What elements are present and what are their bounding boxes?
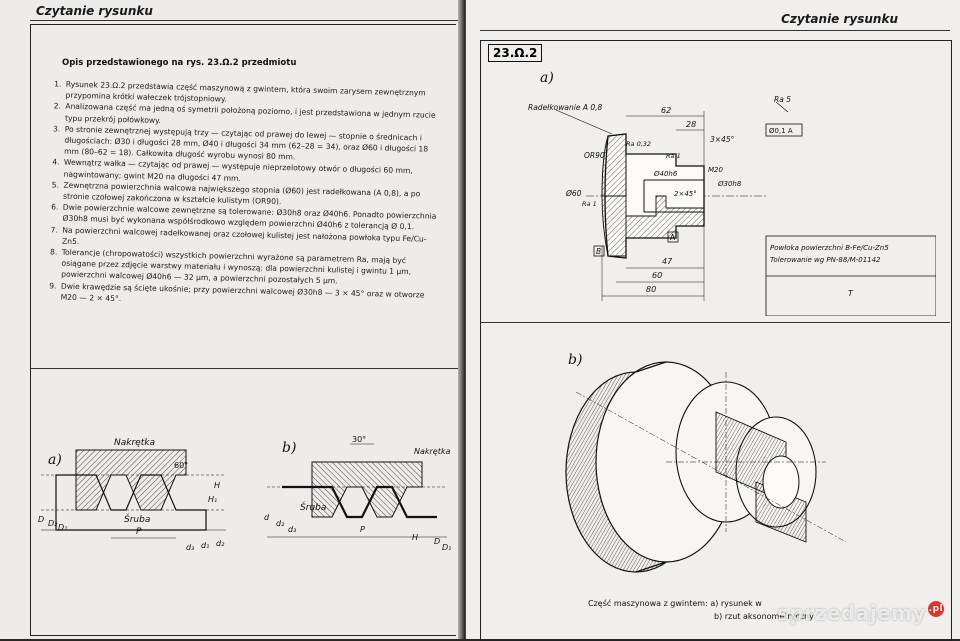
right-page: Czytanie rysunku a) b) <box>466 0 960 641</box>
dim-D: D <box>38 515 44 524</box>
screw-label-b: Śruba <box>300 501 326 513</box>
dim-p-b: P <box>360 525 365 534</box>
angle-30: 30° <box>352 435 366 444</box>
left-page: Czytanie rysunku Opis przedstawionego na… <box>0 0 462 639</box>
watermark-text: sprzedajemy <box>777 601 926 625</box>
dim-d3: d₃ <box>186 543 194 552</box>
title-block-t: T <box>848 289 854 298</box>
tolerance-standard: Tolerowanie wg PN-88/M-01142 <box>770 256 881 264</box>
phi40: Ø40h6 <box>653 170 678 178</box>
dim-d-b: d <box>264 513 270 522</box>
figure-label-b: b) <box>568 352 583 368</box>
or90: OR90 <box>584 151 605 160</box>
phi30: Ø30h8 <box>717 180 742 188</box>
thread-label-a: a) <box>48 452 62 468</box>
nut-label-b: Nakrętka <box>414 447 451 456</box>
watermark-badge: .pl <box>928 601 944 617</box>
dim-60: 60 <box>652 271 662 280</box>
knurl-label: Radełkowanie A 0,8 <box>528 103 603 112</box>
dim-d2-b: d₂ <box>276 519 285 528</box>
nut-label-a: Nakrętka <box>114 438 155 448</box>
ra-032: Ra 0,32 <box>626 140 651 148</box>
description-list: Rysunek 23.Ω.2 przedstawia część maszyno… <box>33 78 442 312</box>
watermark: sprzedajemy.pl <box>777 601 944 625</box>
ra-top: Ra 5 <box>774 96 791 104</box>
dim-h-b: H <box>412 533 418 542</box>
running-head-right: Czytanie rysunku <box>781 12 898 26</box>
dim-D1: D₁ <box>58 523 67 532</box>
m20: M20 <box>708 166 723 174</box>
thread-figure-b: 30° Nakrętka Śruba d d₂ d₃ P H D D₁ <box>264 435 451 552</box>
technical-drawing-a: Radełkowanie A 0,8 Ra 5 62 28 3×45° Ra 0… <box>528 96 936 316</box>
thread-label-b: b) <box>282 440 297 456</box>
figure-divider <box>480 322 950 323</box>
chamfer-3: 3×45° <box>710 135 735 144</box>
angle-60: 60° <box>174 461 188 470</box>
dim-28: 28 <box>686 120 696 129</box>
axonometric-drawing-b <box>565 361 847 573</box>
figure-caption-line1: Część maszynowa z gwintem: a) rysunek w <box>588 599 762 608</box>
dim-h: H <box>214 481 220 490</box>
dim-d1: d₁ <box>201 541 209 550</box>
section-divider <box>30 368 458 369</box>
tolerance-frame <box>765 123 803 137</box>
coating-note: Powłoka powierzchni B-Fe/Cu-Zn5 <box>770 244 889 252</box>
ra-1a: Ra 1 <box>666 152 681 160</box>
phi60: Ø60 <box>565 189 582 198</box>
chamfer-2: 2×45° <box>674 190 697 198</box>
datum-a: A <box>670 233 676 242</box>
thread-figure-a: P Nakrętka Śruba 60° H H₁ D D₂ D₁ d₃ d₁ … <box>38 438 226 552</box>
figure-label-a: a) <box>540 70 554 86</box>
label-b-surface: B <box>596 247 601 256</box>
ra-1b: Ra 1 <box>582 200 597 208</box>
dim-80: 80 <box>646 285 656 294</box>
figure-caption-line2: b) rzut aksonometryczny <box>714 612 814 621</box>
running-head-left: Czytanie rysunku <box>36 4 153 18</box>
dim-d3-b: d₃ <box>288 525 296 534</box>
surface-b-frame <box>593 245 605 257</box>
dim-47: 47 <box>662 257 673 266</box>
dim-d2: d₂ <box>216 539 225 548</box>
datum-frame <box>667 231 679 243</box>
dim-h1: H₁ <box>208 495 217 504</box>
header-rule <box>30 20 458 21</box>
dim-D1-b: D₁ <box>442 543 451 552</box>
description-title: Opis przedstawionego na rys. 23.Ω.2 prze… <box>62 58 297 68</box>
screw-label-a: Śruba <box>124 513 150 525</box>
description-box <box>30 24 456 636</box>
header-rule-right <box>480 30 950 31</box>
figure-code: 23.Ω.2 <box>488 44 543 62</box>
dim-p: P <box>136 527 142 537</box>
dim-62: 62 <box>661 106 671 115</box>
dim-D-b: D <box>434 537 440 546</box>
tolerance: Ø0,1 A <box>769 127 793 135</box>
dim-D2: D₂ <box>48 519 58 528</box>
